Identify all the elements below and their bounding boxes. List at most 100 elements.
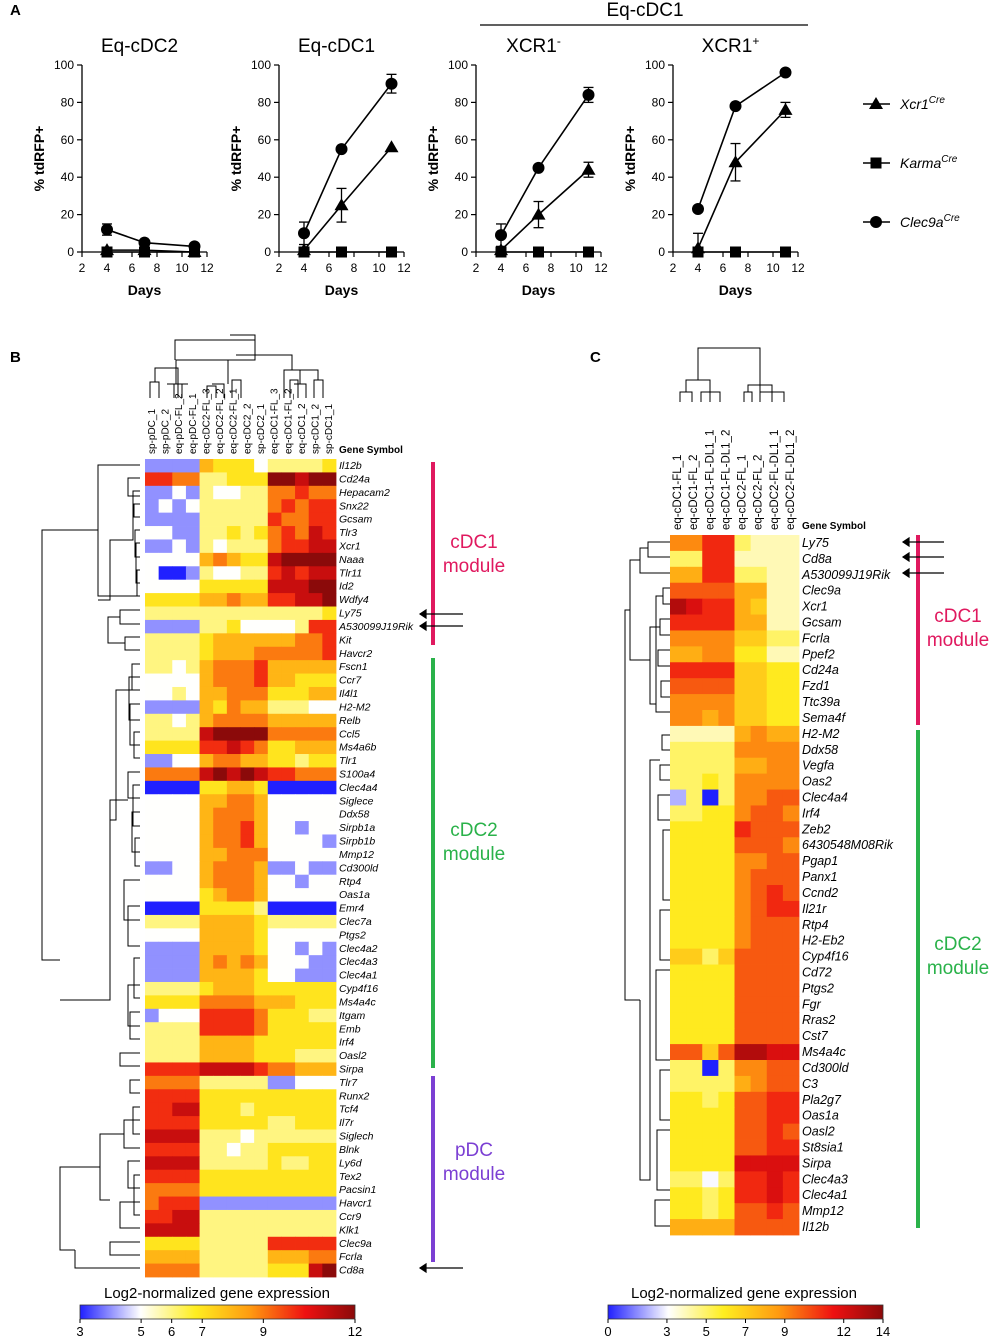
heat-cell [670,1075,687,1093]
heat-cell [226,834,241,849]
heat-cell [322,633,337,648]
heat-cell [185,472,200,487]
heat-cell [734,1123,752,1140]
heat-cell [199,740,214,755]
data-point [495,246,507,258]
heat-cell [226,941,241,956]
heat-cell [750,805,768,822]
heat-cell [172,981,187,996]
heat-cell [670,1028,687,1045]
data-point [336,246,347,258]
series-line [106,228,195,248]
heat-cell [158,1263,173,1278]
heat-cell [686,805,703,822]
y-axis-label: % tdRFP+ [228,126,244,192]
heat-cell [718,1075,735,1093]
x-axis-label: Days [719,282,753,298]
heat-cell [213,526,228,540]
heat-cell [158,1062,173,1077]
row-label: Ccl5 [339,728,360,740]
heat-cell [185,995,200,1010]
heat-cell [199,1129,214,1144]
x-tick-label: 12 [791,261,805,275]
heat-cell [734,1155,752,1172]
heat-cell [213,1075,228,1090]
heat-cell [295,1196,310,1211]
heat-cell [213,686,228,701]
heat-cell [670,598,687,615]
heat-cell [718,1012,735,1029]
heat-cell [308,499,323,514]
heat-cell [308,968,323,983]
heat-cell [226,767,241,782]
heat-cell [172,1075,187,1090]
heat-cell [782,932,800,950]
heat-cell [254,700,269,715]
heat-cell [213,472,228,487]
heat-cell [281,646,296,661]
heat-cell [226,1169,241,1184]
heat-cell [750,900,768,918]
y-tick-label: 20 [258,208,272,222]
heat-cell [172,1196,187,1211]
heat-cell [281,459,296,473]
heat-cell [199,1008,214,1023]
heat-cell [254,901,269,916]
heat-cell [686,694,703,711]
heat-cell [702,598,719,615]
heat-cell [322,1196,337,1211]
heat-cell [145,901,160,916]
heat-cell [172,512,187,527]
heat-cell [322,874,337,889]
heat-cell [158,526,173,540]
heat-cell [734,1075,752,1093]
heat-cell [254,566,269,581]
heat-cell [158,1209,173,1224]
row-label: Klk1 [339,1224,359,1236]
heat-cell [158,485,173,500]
heat-cell [199,579,214,594]
column-label: eq-cDC2-FL_1 [229,388,240,454]
heat-cell [750,550,768,568]
heat-cell [145,1169,160,1184]
heat-cell [281,780,296,795]
heat-cell [185,1075,200,1090]
heat-cell [199,1062,214,1077]
chart-title-4: XCR1+ [702,34,760,57]
row-label: Clec4a3 [802,1172,848,1186]
heat-cell [226,901,241,916]
y-tick-label: 100 [448,58,468,72]
heat-cell [254,740,269,755]
row-label: Irf4 [802,806,820,820]
data-point [188,240,201,253]
heat-cell [158,1035,173,1050]
heat-cell [734,837,752,854]
heat-cell [295,1035,310,1050]
heat-cell [686,614,703,631]
heat-cell [145,821,160,835]
heat-cell [702,582,719,600]
heat-cell [240,1196,255,1211]
heat-cell [240,1250,255,1264]
heat-cell [308,526,323,540]
data-point [728,155,743,168]
heat-cell [172,754,187,768]
heat-cell [254,794,269,809]
heat-cell [240,646,255,661]
heat-cell [158,1183,173,1197]
heat-cell [240,552,255,567]
data-point [730,246,741,258]
heat-cell [686,1187,703,1204]
heat-cell [267,1089,282,1104]
heat-cell [686,1123,703,1140]
heat-cell [158,794,173,809]
heat-cell [240,1008,255,1023]
heat-cell [226,606,241,621]
heat-cell [322,606,337,621]
heat-cell [267,901,282,916]
module-word-pdc-b: module [443,1164,505,1185]
heat-cell [322,512,337,527]
heat-cell [267,821,282,835]
heat-cell [734,662,752,679]
heat-cell [158,888,173,902]
